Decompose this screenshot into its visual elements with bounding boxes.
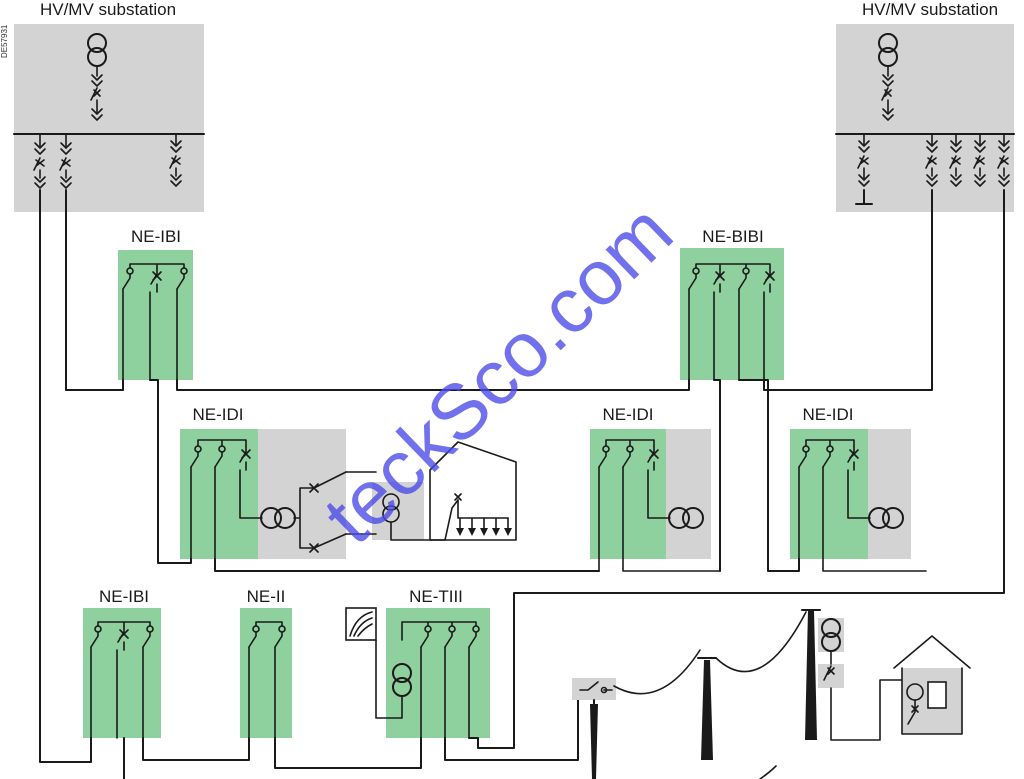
- unit-ne-ii-label: NE-II: [247, 587, 286, 606]
- left-substation: HV/MV substation: [13, 0, 205, 212]
- unit-ne-idi-3-label: NE-IDI: [803, 405, 854, 424]
- unit-ne-tiii-label: NE-TIII: [409, 587, 463, 606]
- unit-ne-idi-2-label: NE-IDI: [603, 405, 654, 424]
- right-substation: HV/MV substation: [835, 0, 1015, 212]
- unit-ne-tiii: NE-TIII: [345, 587, 490, 739]
- unit-ne-idi-2: NE-IDI: [590, 405, 721, 572]
- unit-ne-ii: NE-II: [240, 587, 292, 739]
- unit-ne-idi-1: NE-IDI: [180, 405, 517, 560]
- left-substation-title: HV/MV substation: [40, 0, 176, 19]
- left-substation-box: [14, 24, 204, 212]
- cable-routes: [39, 189, 1005, 779]
- unit-ne-ibi-bottom-label: NE-IBI: [99, 587, 149, 606]
- unit-ne-ibi-top: NE-IBI: [118, 227, 193, 381]
- unit-ne-idi-1-label: NE-IDI: [193, 405, 244, 424]
- overhead-line: [572, 609, 971, 779]
- customer-house-icon: [893, 635, 971, 669]
- document-code: DE57931: [0, 24, 9, 58]
- unit-ne-ibi-bottom: NE-IBI: [83, 587, 161, 739]
- unit-ne-ibi-top-label: NE-IBI: [131, 227, 181, 246]
- unit-ne-bibi-label: NE-BIBI: [702, 227, 763, 246]
- right-substation-title: HV/MV substation: [862, 0, 998, 19]
- unit-ne-idi-3: NE-IDI: [790, 405, 927, 572]
- remote-control-antenna-icon: [349, 611, 373, 637]
- unit-ne-bibi: NE-BIBI: [680, 227, 784, 381]
